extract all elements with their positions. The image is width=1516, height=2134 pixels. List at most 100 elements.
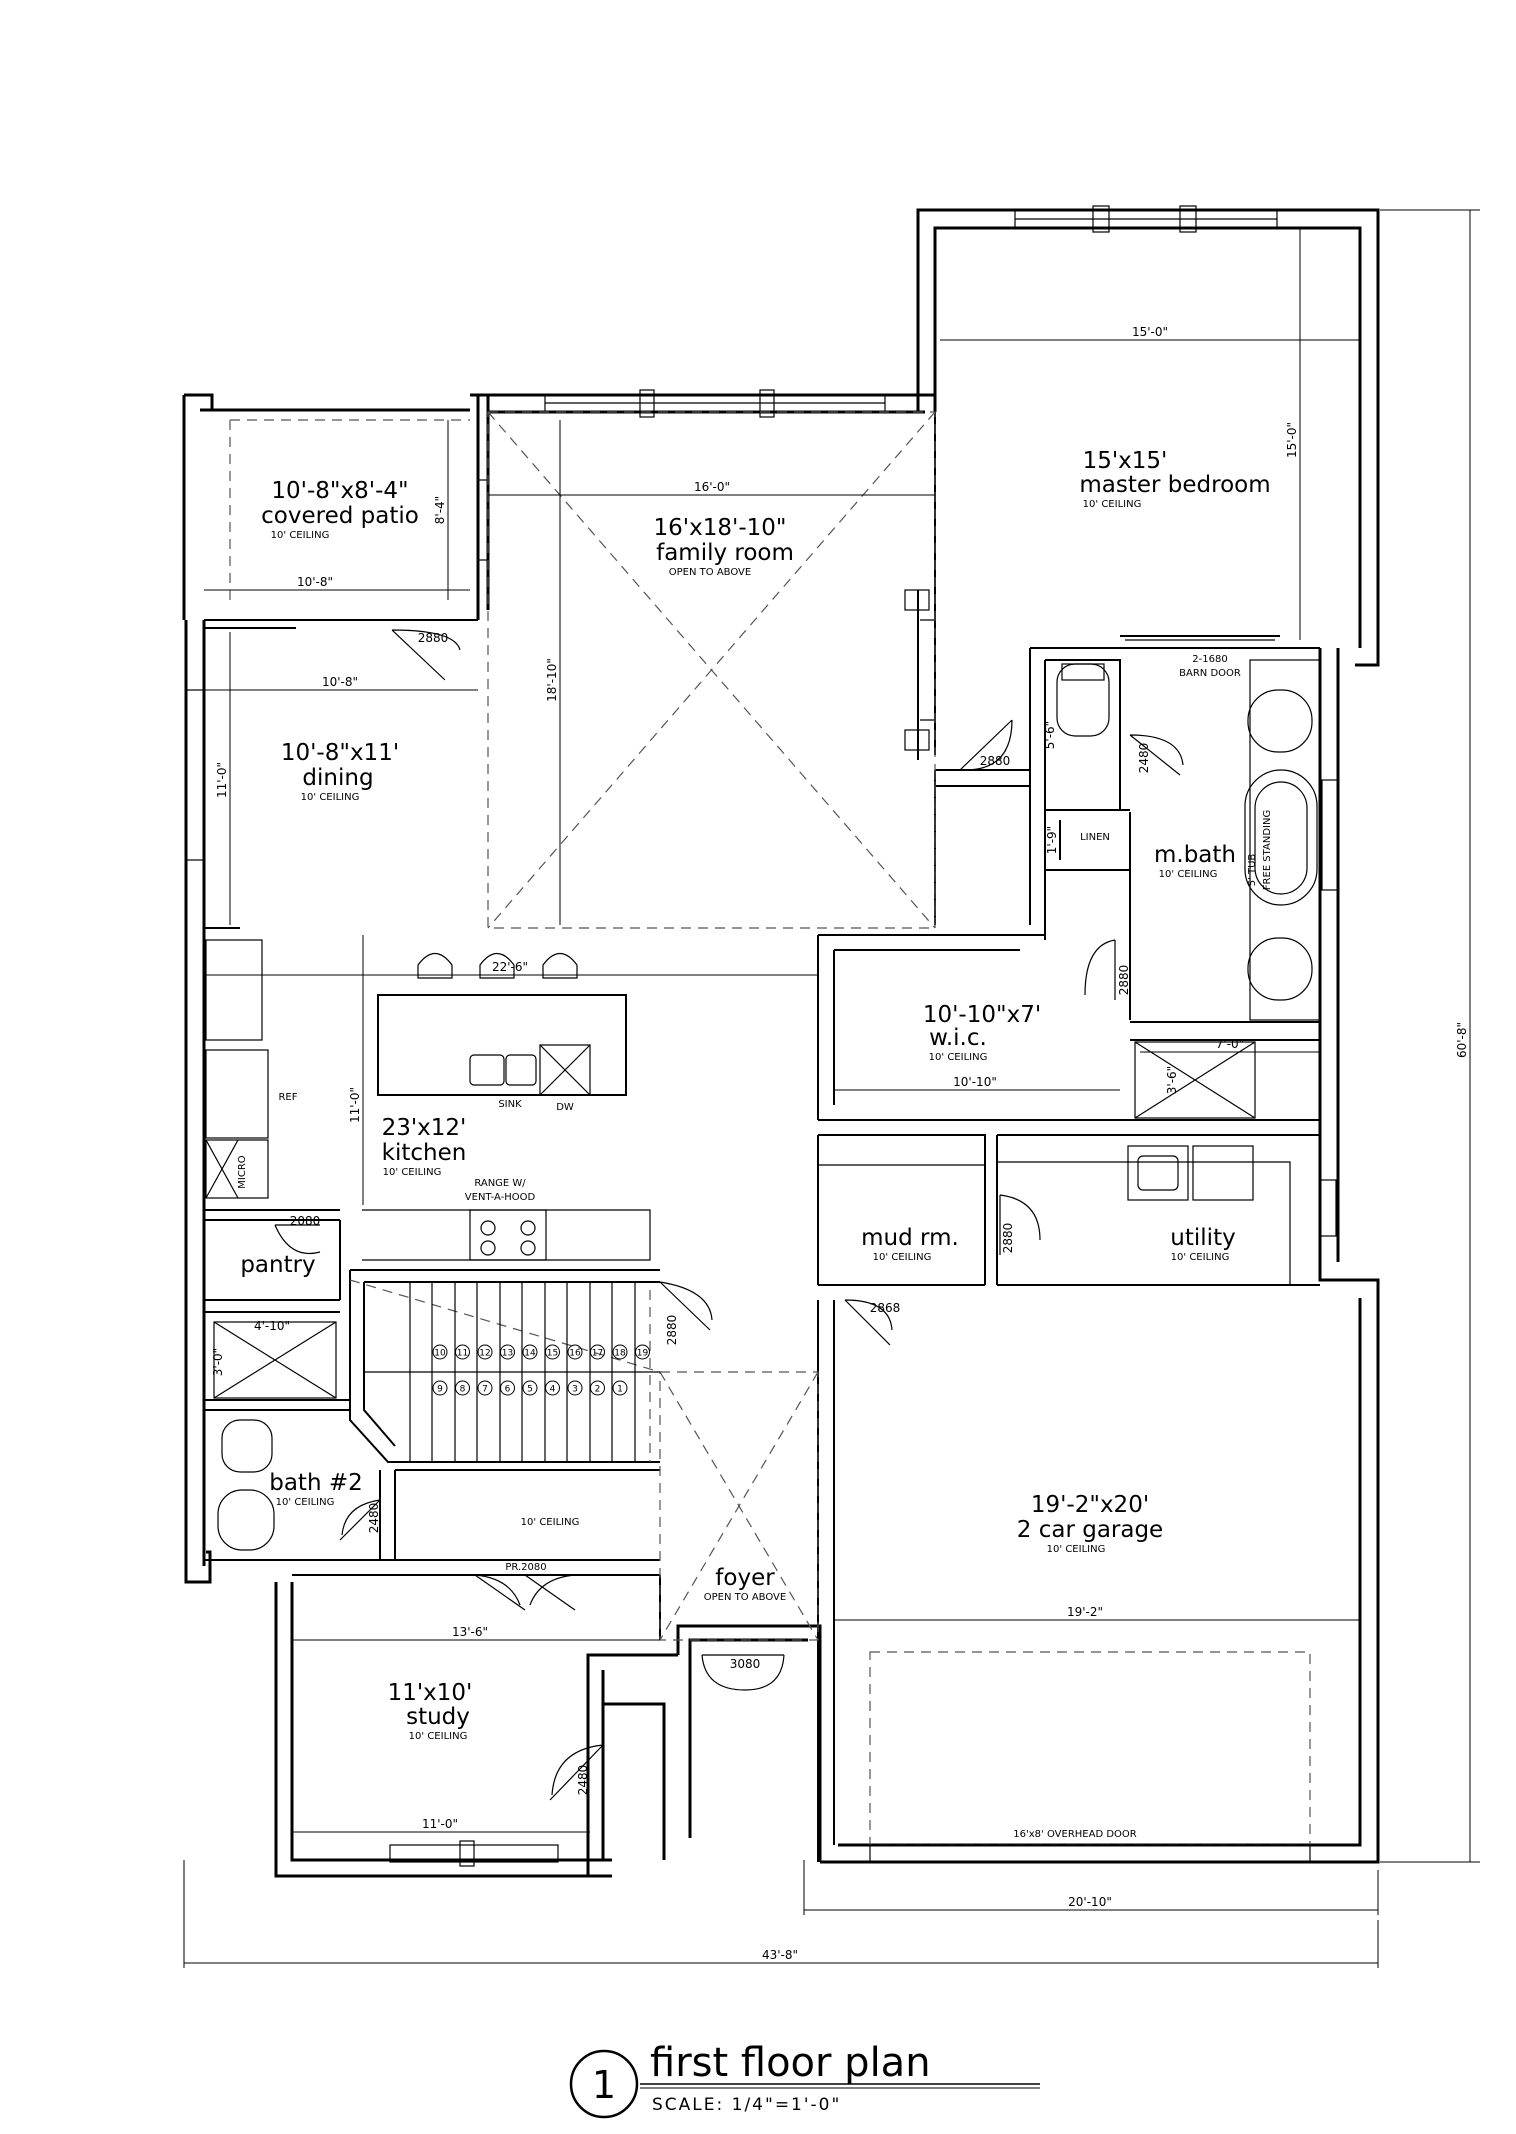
door-entry: 3080 [730,1657,761,1671]
dim-kitchen-w: 22'-6" [492,960,528,974]
stair-step-circle [500,1344,515,1360]
dim-wc-h: 5'-6" [1043,721,1057,749]
garage-size: 19'-2"x20' [1031,1492,1149,1518]
fixture-labels: LINEN 2-1680 BARN DOOR 5' TUB FREE STAND… [237,654,1311,1863]
stair-step-circle [567,1344,583,1360]
kitchen-size: 23'x12' [382,1115,467,1141]
dimension-lines [183,209,1480,1968]
ref-label: REF [278,1092,297,1103]
interior-walls [185,412,1337,1862]
door-pantry: 2080 [290,1214,321,1228]
stair-step-number: 5 [527,1385,533,1395]
dim-family-w: 16'-0" [694,480,730,494]
sink-label: SINK [498,1099,522,1110]
mbath-note: 10' CEILING [1159,869,1218,880]
mbath-name: m.bath [1154,842,1236,868]
bath2-note: 10' CEILING [276,1497,335,1508]
stair-step-circle [635,1344,650,1360]
open-to-above-lines [229,411,1311,1846]
shower [1134,1041,1256,1119]
micro-label: MICRO [237,1155,248,1189]
dim-study-w2: 11'-0" [422,1817,458,1831]
bath2-shower [213,1321,337,1399]
range-label-1: RANGE W/ [474,1178,526,1189]
bar-stool [542,952,578,979]
stair-step-circle [545,1344,560,1360]
stair-step-number: 2 [595,1385,601,1395]
hall-note: 10' CEILING [521,1517,580,1528]
family-note: OPEN TO ABOVE [669,567,751,578]
patio-note: 10' CEILING [271,530,330,541]
garage-note: 10' CEILING [1047,1544,1106,1555]
dim-wic-w: 10'-10" [953,1075,997,1089]
sink [1247,937,1313,1001]
stair-step-circle [522,1344,538,1360]
stair-step-circle [477,1380,493,1396]
plan-scale: SCALE: 1/4"=1'-0" [652,2095,841,2115]
stair-step-circle [567,1380,583,1396]
dining-size: 10'-8"x11' [281,740,399,766]
stairs [364,1282,660,1462]
plan-title: first floor plan [650,2040,931,2086]
bath2-sink [217,1489,275,1551]
dishwasher [539,1044,591,1096]
plan-number: 1 [592,2063,616,2107]
door-stair: 2880 [665,1315,679,1346]
master-note: 10' CEILING [1083,499,1142,510]
sink-basin [469,1054,505,1086]
foyer-note: OPEN TO ABOVE [704,1592,786,1603]
kitchen-name: kitchen [382,1140,467,1166]
dim-shower-h: 3'-6" [1165,1066,1179,1094]
dim-bshower-w: 4'-10" [254,1319,290,1333]
dim-study-w1: 13'-6" [452,1625,488,1639]
barn-door-size: 2-1680 [1192,654,1227,665]
toilet [1056,663,1110,737]
dim-master-w: 15'-0" [1132,325,1168,339]
stair-step-circle [545,1380,560,1396]
door-bath2: 2480 [367,1503,381,1534]
master-name: master bedroom [1079,472,1270,498]
stair-step-number: 17 [592,1349,603,1359]
stair-step-number: 10 [434,1349,446,1359]
tub-label: 5' TUB [1247,854,1258,887]
bar-stool [479,952,515,979]
stair-step-number: 18 [614,1349,626,1359]
stair-step-circle [590,1344,605,1360]
door-swings [274,629,1184,1801]
title-block: 1 first floor plan SCALE: 1/4"=1'-0" [569,2040,1040,2119]
barn-door-label: BARN DOOR [1179,668,1241,679]
room-labels: 10'-8"x8'-4" covered patio 10' CEILING 1… [240,448,1270,1742]
mud-note: 10' CEILING [873,1252,932,1263]
family-size: 16'x18'-10" [654,515,787,541]
dw-label: DW [556,1102,574,1113]
dining-note: 10' CEILING [301,792,360,803]
patio-size: 10'-8"x8'-4" [271,478,408,504]
utility-note: 10' CEILING [1171,1252,1230,1263]
stair-step-number: 8 [460,1385,466,1395]
stair-step-circle [455,1380,470,1396]
stair-step-circle [590,1380,605,1396]
stair-step-number: 6 [505,1385,511,1395]
stair-step-number: 15 [547,1349,558,1359]
stair-step-circle [432,1380,448,1396]
stair-step-number: 12 [479,1349,490,1359]
dim-total-w: 43'-8" [762,1948,798,1962]
bar-stool [417,952,453,979]
door-master: 2880 [980,754,1011,768]
plan-number-circle [569,2049,639,2119]
refrigerator [205,1049,269,1139]
linen-label: LINEN [1080,832,1110,843]
door-garage: 2868 [870,1301,901,1315]
door-study: 2480 [576,1765,590,1796]
range [469,1209,547,1261]
stair-step-number: 3 [572,1385,578,1395]
stair-step-number: 14 [524,1349,536,1359]
stair-step-number: 1 [617,1385,623,1395]
wic-name: w.i.c. [929,1025,987,1051]
dim-patio-w: 10'-8" [297,575,333,589]
garage-name: 2 car garage [1017,1517,1163,1543]
patio-name: covered patio [261,503,419,529]
overhead-door-label: 16'x8' OVERHEAD DOOR [1013,1829,1136,1840]
washer [1192,1145,1254,1201]
